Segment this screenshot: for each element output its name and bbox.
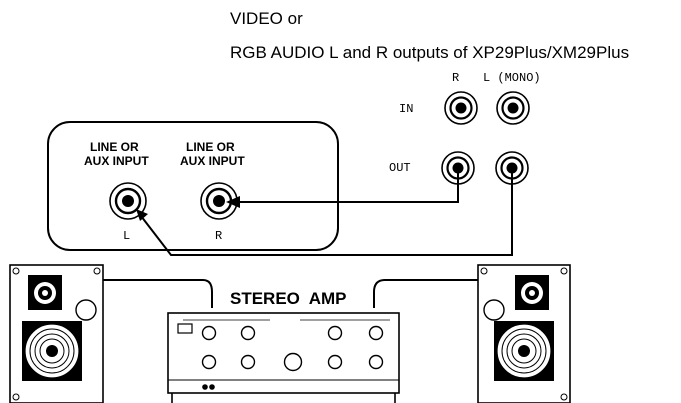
jack-in-l xyxy=(496,91,530,125)
input-left-label-1: LINE OR xyxy=(90,140,139,154)
amp-knob xyxy=(201,325,384,372)
cable-right xyxy=(234,168,459,203)
output-col-l-label: L (MONO) xyxy=(483,71,541,85)
header-line-2: RGB AUDIO L and R outputs of XP29Plus/XM… xyxy=(230,43,629,62)
amp-buttons xyxy=(202,384,215,390)
output-row-in-label: IN xyxy=(399,102,413,116)
amp-title: STEREO AMP xyxy=(230,289,347,308)
speaker-wire-right xyxy=(373,279,478,308)
cable-left xyxy=(140,172,513,256)
header-line-1: VIDEO or xyxy=(230,9,303,28)
cable-right-arrowhead xyxy=(226,196,240,208)
jack-in-r xyxy=(444,91,478,125)
jack-out-l xyxy=(495,151,529,185)
input-right-label-1: LINE OR xyxy=(186,140,235,154)
input-left-label-2: AUX INPUT xyxy=(84,154,149,168)
input-device-box xyxy=(47,121,339,251)
cable-left-arrowhead xyxy=(136,209,148,221)
input-right-label-2: AUX INPUT xyxy=(180,154,245,168)
output-row-out-label: OUT xyxy=(389,161,411,175)
speaker-right xyxy=(477,264,571,403)
amp-display xyxy=(177,323,193,334)
input-left-channel: L xyxy=(123,229,130,243)
jack-input-r xyxy=(200,182,238,220)
input-right-channel: R xyxy=(215,229,222,243)
stereo-amp xyxy=(167,312,400,403)
output-col-r-label: R xyxy=(452,71,459,85)
speaker-wire-left xyxy=(103,279,213,308)
speaker-left xyxy=(9,264,104,403)
